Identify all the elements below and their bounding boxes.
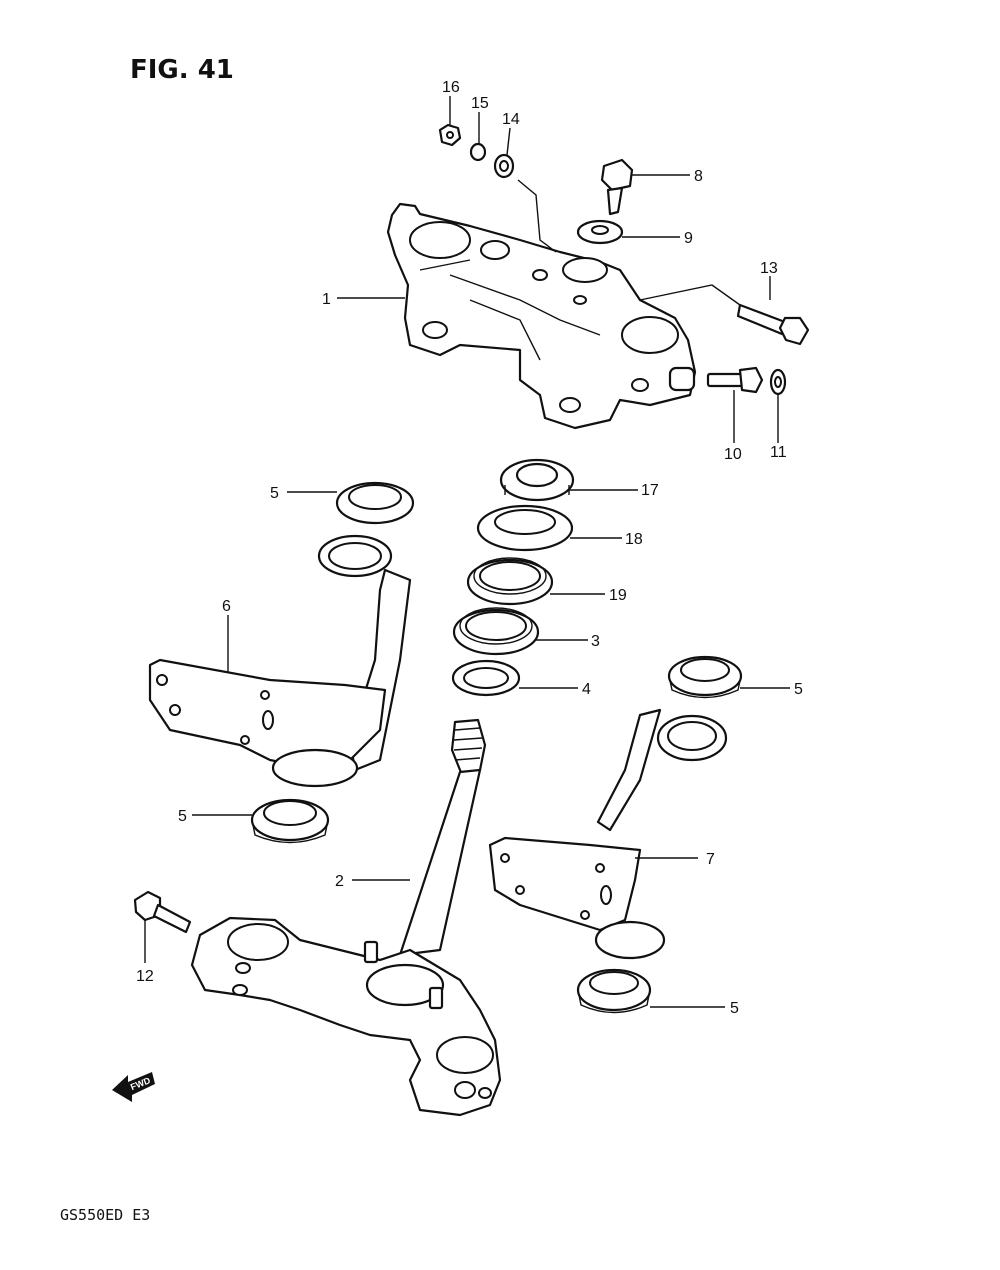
grommet-part-5-lower-right [576,968,652,1014]
nut-part-16 [438,123,462,147]
washer-part-9 [576,219,624,245]
forward-direction-arrow-icon: FWD [112,1072,155,1102]
grommet-part-5-upper-left [335,481,415,525]
steering-stem-part-2 [190,718,502,1117]
bearing-part-3 [452,607,540,656]
stem-nut-part-17 [499,458,575,502]
callout-8: 8 [694,168,703,185]
callout-5-lower-left: 5 [178,808,187,825]
bolt-part-12 [133,890,192,934]
dust-seal-part-18 [476,504,574,552]
bolt-part-8 [600,158,634,216]
figure-title: FIG. 41 [130,55,234,85]
callout-12: 12 [136,968,154,985]
bolt-part-10 [706,366,764,394]
model-code: GS550ED E3 [60,1206,150,1224]
bolt-part-13 [736,303,810,346]
callout-19: 19 [609,587,627,604]
callout-18: 18 [625,531,643,548]
bracket-part-7 [488,708,728,960]
callout-7: 7 [706,851,715,868]
callout-10: 10 [724,446,742,463]
callout-5-upper-left: 5 [270,485,279,502]
callout-16: 16 [442,79,460,96]
callout-numbers: 16 15 14 8 9 13 1 10 11 17 18 19 3 4 5 6… [136,79,803,1017]
callout-13: 13 [760,260,778,277]
callout-14: 14 [502,111,520,128]
callout-1: 1 [322,291,331,308]
washer-part-11 [769,368,787,396]
callout-15: 15 [471,95,489,112]
bracket-part-6 [148,534,412,788]
callout-2: 2 [335,873,344,890]
upper-bracket-part-1 [386,202,697,430]
callout-6: 6 [222,598,231,615]
bearing-part-19 [466,557,554,606]
leader-lines [144,96,790,1008]
callout-3: 3 [591,633,600,650]
callout-5-lower-right: 5 [730,1000,739,1017]
washer-part-14 [493,153,515,179]
lock-washer-part-15 [469,142,487,162]
callout-4: 4 [582,681,591,698]
callout-11: 11 [770,444,787,461]
callout-9: 9 [684,230,693,247]
callout-17: 17 [641,482,659,499]
washer-part-4 [451,659,521,697]
grommet-part-5-lower-left [250,798,330,844]
grommet-part-5-upper-right [667,655,743,699]
callout-5-upper-right: 5 [794,681,803,698]
